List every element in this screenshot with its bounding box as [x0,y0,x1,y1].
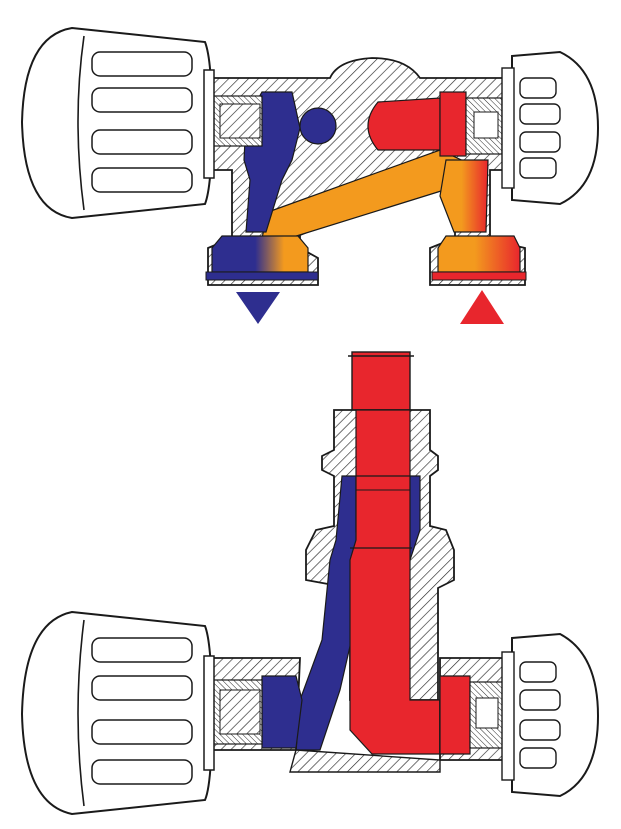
upper-right-riser [439,159,489,233]
upper-left-outlet [211,235,309,273]
upper-valve [20,26,600,324]
outflow-arrow-icon [236,292,280,324]
upper-right-outlet [437,235,521,273]
upper-cold-ball [299,107,337,145]
lower-left-handwheel-icon [20,610,215,816]
upper-left-handwheel-icon [20,26,215,220]
lower-left-spindle [211,679,263,745]
lower-right-spindle [469,681,505,749]
inflow-arrow-icon [460,290,504,324]
upper-left-spindle [211,95,263,147]
upper-right-spindle [465,97,503,155]
lower-right-cap-icon [501,632,600,798]
upper-hot-chamber [367,97,441,151]
lower-valve [20,351,600,816]
lower-cold-valve-head [261,675,303,749]
lower-hot-valve-head [439,675,471,755]
upper-right-cap-icon [501,50,600,206]
lower-hot-tube [349,409,441,755]
